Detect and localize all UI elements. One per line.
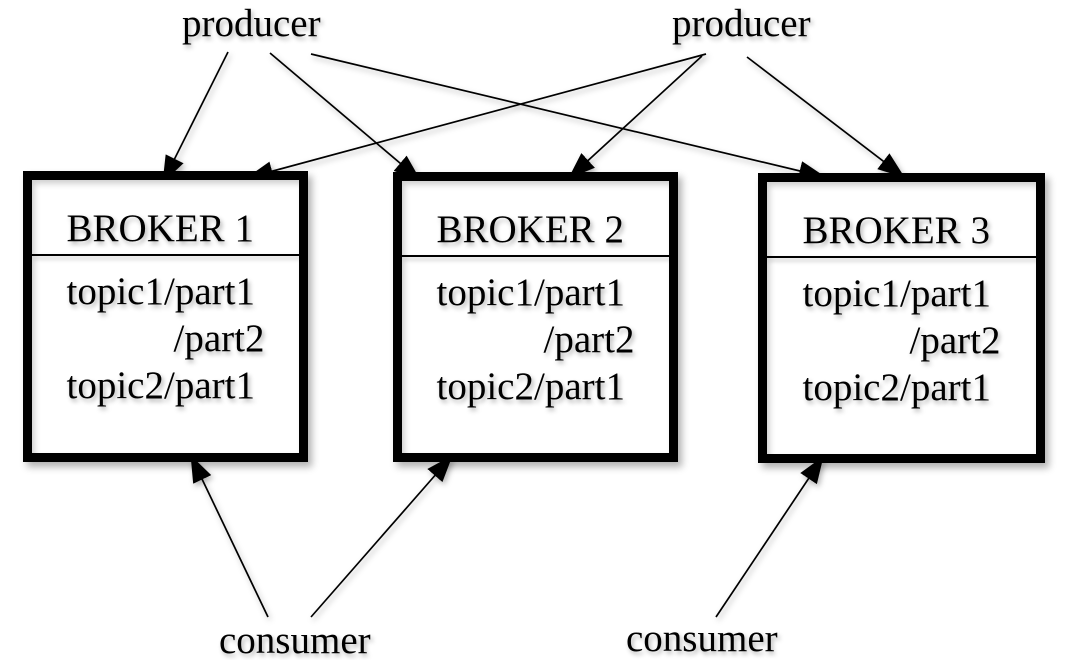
edge-producer-2-broker-2: [568, 55, 703, 179]
producer-2-label: producer: [672, 2, 811, 45]
topic-line: /part2: [909, 319, 1001, 362]
broker-2-title: BROKER 2: [436, 208, 624, 251]
broker-1-topics: topic1/part1 /part2 topic2/part1: [67, 268, 265, 409]
topic-line: topic2/part1: [436, 365, 625, 408]
broker-1-box: BROKER 1 topic1/part1 /part2 topic2/part…: [23, 171, 308, 462]
edge-consumer-1-broker-1: [190, 455, 269, 618]
topic-line: /part2: [173, 317, 265, 360]
topic-line: topic1/part1: [436, 271, 625, 314]
broker-1-title: BROKER 1: [66, 207, 254, 250]
broker-2-topics: topic1/part1 /part2 topic2/part1: [437, 269, 635, 410]
broker-1-divider: [32, 254, 299, 256]
edge-producer-1-broker-3: [310, 53, 826, 181]
edge-producer-2-broker-1: [246, 53, 707, 181]
topic-line: topic1/part1: [66, 270, 255, 313]
topic-line: topic2/part1: [802, 366, 991, 409]
edge-producer-1-broker-1: [162, 51, 229, 183]
broker-3-topics: topic1/part1 /part2 topic2/part1: [803, 270, 1001, 411]
broker-3-title: BROKER 3: [802, 209, 990, 252]
broker-3-box: BROKER 3 topic1/part1 /part2 topic2/part…: [758, 173, 1045, 463]
edge-producer-1-broker-2: [269, 52, 421, 181]
topic-line: /part2: [543, 318, 635, 361]
consumer-2-label: consumer: [626, 617, 778, 660]
producer-1-label: producer: [182, 2, 321, 45]
edge-consumer-1-broker-2: [310, 455, 453, 618]
consumer-1-label: consumer: [219, 619, 371, 660]
broker-2-divider: [402, 255, 669, 257]
broker-2-box: BROKER 2 topic1/part1 /part2 topic2/part…: [393, 172, 678, 462]
topic-line: topic1/part1: [802, 272, 991, 315]
topic-line: topic2/part1: [66, 364, 255, 407]
edge-consumer-2-broker-3: [715, 456, 824, 618]
edge-producer-2-broker-3: [746, 56, 905, 178]
broker-3-divider: [767, 256, 1036, 258]
